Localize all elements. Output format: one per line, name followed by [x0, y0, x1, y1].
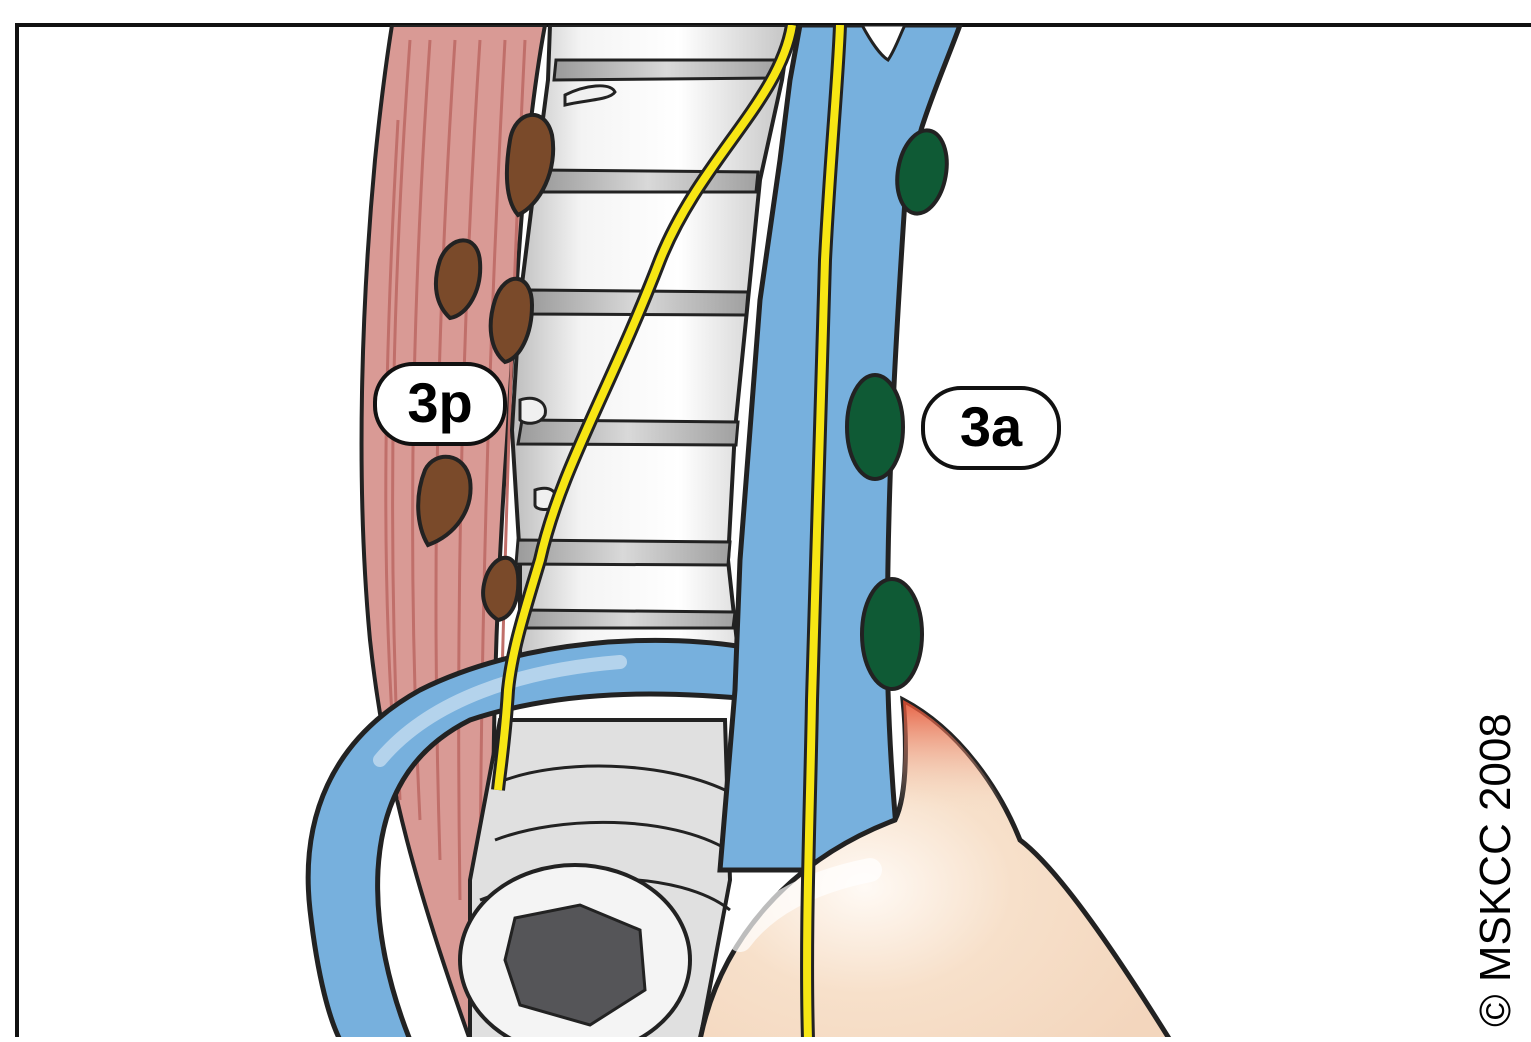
label-3a: 3a — [923, 388, 1059, 468]
label-3a-text: 3a — [960, 395, 1023, 458]
copyright-notice: © MSKCC 2008 — [1471, 713, 1520, 1027]
label-3p: 3p — [375, 364, 505, 444]
label-3p-text: 3p — [407, 371, 472, 434]
